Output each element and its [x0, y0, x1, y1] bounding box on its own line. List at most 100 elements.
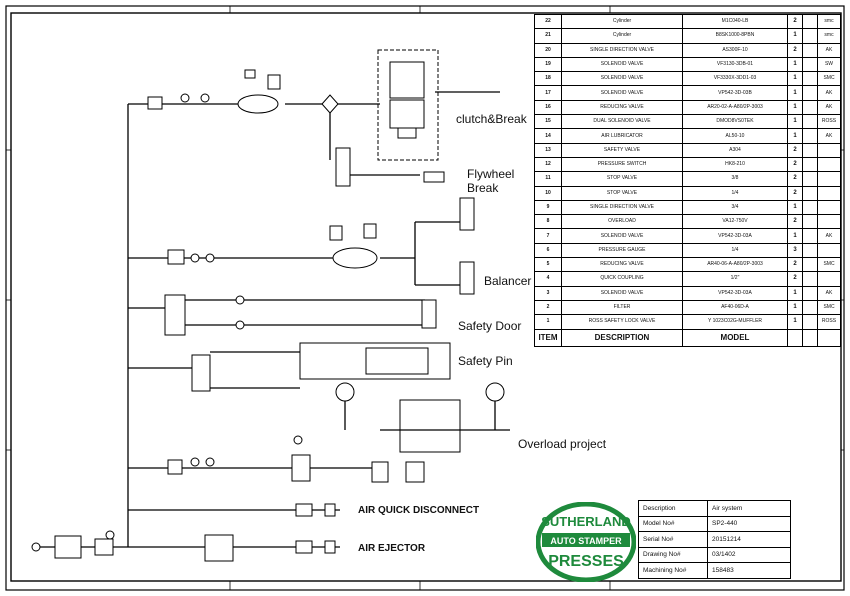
title-block-value: 158483 [707, 562, 791, 579]
bom-note: SMC [817, 257, 841, 273]
bom-note: SMC [817, 71, 841, 87]
bom-qty: 2 [787, 171, 803, 187]
bom-note: AK [817, 99, 841, 116]
bom-note [817, 271, 841, 287]
bom-blank [802, 185, 818, 201]
bom-item: 7 [534, 228, 562, 244]
bom-description: STOP VALVE [561, 185, 683, 201]
bom-note: AK [817, 285, 841, 301]
bom-qty: 1 [787, 28, 803, 44]
bom-blank [802, 242, 818, 259]
bom-model: 1/4 [682, 185, 788, 201]
bom-item: 20 [534, 42, 562, 58]
bom-blank [802, 257, 818, 273]
bom-qty: 1 [787, 56, 803, 73]
bom-item: 11 [534, 171, 562, 187]
bom-model: AS300F-10 [682, 42, 788, 58]
bom-note: AK [817, 228, 841, 244]
bom-model: 3/4 [682, 199, 788, 216]
bom-blank [802, 314, 818, 330]
bom-model: B8SK1000-8PBN [682, 28, 788, 44]
bom-qty: 1 [787, 99, 803, 116]
bom-blank [802, 214, 818, 230]
title-block-label: Drawing No# [638, 546, 708, 563]
bom-model: AL50-10 [682, 128, 788, 144]
bom-description: SOLENOID VALVE [561, 71, 683, 87]
bom-blank [802, 13, 818, 30]
bom-blank [802, 56, 818, 73]
title-block-label: Model No# [638, 515, 708, 532]
bom-note: AK [817, 42, 841, 58]
bom-qty: 1 [787, 299, 803, 316]
bom-qty: 2 [787, 271, 803, 287]
bom-qty: 3 [787, 242, 803, 259]
bom-model: VP542-3D-03A [682, 285, 788, 301]
bom-description: PRESSURE SWITCH [561, 156, 683, 173]
bom-description: OVERLOAD [561, 214, 683, 230]
title-block-label: Serial No# [638, 531, 708, 548]
bom-note: AK [817, 128, 841, 144]
bom-description: ROSS SAFETY LOCK VALVE [561, 314, 683, 330]
bom-item: 19 [534, 56, 562, 73]
title-block-label: Machining No# [638, 562, 708, 579]
title-block-row: Model No#SP2-440 [638, 515, 791, 532]
bom-qty: 1 [787, 71, 803, 87]
bom-item: 6 [534, 242, 562, 259]
label-clutch-brake: clutch&Break [456, 112, 527, 126]
bom-qty: 2 [787, 214, 803, 230]
bom-model: Y 1023C02G-MUFFLER [682, 314, 788, 330]
title-block-row: Drawing No#03/1402 [638, 546, 791, 563]
bom-description: SINGLE DIRECTION VALVE [561, 199, 683, 216]
sutherland-logo: SUTHERLAND AUTO STAMPER PRESSES [536, 502, 636, 582]
bom-qty: 2 [787, 42, 803, 58]
bom-qty: 1 [787, 199, 803, 216]
bom-blank [802, 99, 818, 116]
bom-description: Cylinder [561, 13, 683, 30]
bom-note: SW [817, 56, 841, 73]
title-block-value: 20151214 [707, 531, 791, 548]
frame-ticks [6, 6, 844, 590]
bom-note: ROSS [817, 114, 841, 130]
label-safety-pin: Safety Pin [458, 354, 513, 368]
bom-description: SINGLE DIRECTION VALVE [561, 42, 683, 58]
bom-note [817, 199, 841, 216]
bom-model: VF3130-3DB-01 [682, 56, 788, 73]
bom-note [817, 185, 841, 201]
title-block-value: 03/1402 [707, 546, 791, 563]
bom-blank [802, 285, 818, 301]
bom-note [817, 156, 841, 173]
bom-note [817, 214, 841, 230]
bom-description: SOLENOID VALVE [561, 56, 683, 73]
bom-blank [802, 171, 818, 187]
bom-item: 13 [534, 142, 562, 158]
title-block-row: Serial No#20151214 [638, 531, 791, 548]
bom-qty: 1 [787, 285, 803, 301]
bom-description: AIR LUBRICATOR [561, 128, 683, 144]
bom-description: SOLENOID VALVE [561, 85, 683, 101]
bom-item: 9 [534, 199, 562, 216]
bom-description: SOLENOID VALVE [561, 228, 683, 244]
label-air-quick-disconnect: AIR QUICK DISCONNECT [358, 505, 480, 516]
bom-description: SOLENOID VALVE [561, 285, 683, 301]
bom-model: M1C040-LB [682, 13, 788, 30]
bom-description: Cylinder [561, 28, 683, 44]
bom-description: QUICK COUPLING [561, 271, 683, 287]
bom-blank [802, 128, 818, 144]
outer-frame [5, 5, 845, 591]
bom-note [817, 171, 841, 187]
